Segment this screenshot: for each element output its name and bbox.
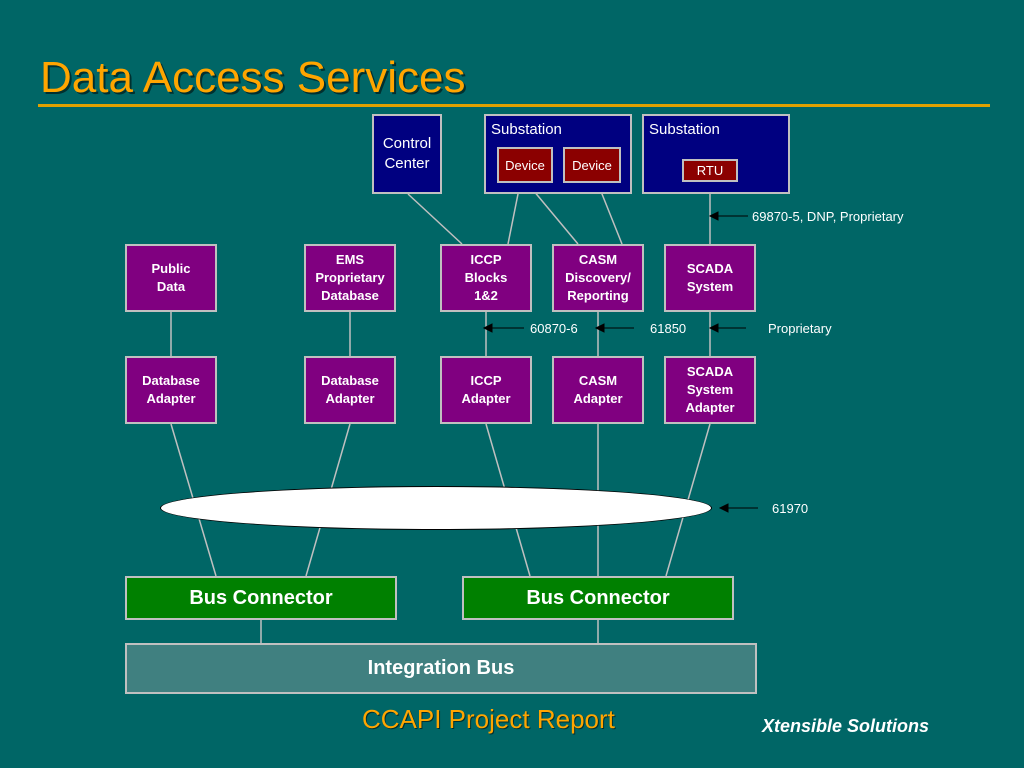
casm-standard-label: 61850 [650,321,687,336]
title-underline [38,104,990,107]
link-device1-casm [527,183,579,245]
cim-interface-ellipse [160,486,712,530]
database-adapter-box-1: Database Adapter [125,356,217,424]
brand-label: Xtensible Solutions [762,716,930,736]
control-center-box: Control Center [372,114,442,194]
integration-bus: Integration Bus [125,643,757,694]
iccp-blocks-box: ICCP Blocks 1&2 [440,244,532,312]
link-device1-iccp [507,183,521,245]
iccp-standard-label: 60870-6 [530,321,578,336]
rtu-box: RTU [682,159,738,182]
iccp-adapter-box: ICCP Adapter [440,356,532,424]
device-box-1: Device [497,147,553,183]
substation-label-2: Substation [649,121,720,138]
bus-connector-2: Bus Connector [462,576,734,620]
rtu-protocols-label: 69870-5, DNP, Proprietary [752,209,904,224]
database-adapter-box-2: Database Adapter [304,356,396,424]
device-box-2: Device [563,147,621,183]
substation-label-1: Substation [491,121,562,138]
casm-discovery-box: CASM Discovery/ Reporting [552,244,644,312]
link-control-center-iccp [407,193,463,245]
scada-system-box: SCADA System [664,244,756,312]
public-data-box: Public Data [125,244,217,312]
scada-adapter-box: SCADA System Adapter [664,356,756,424]
casm-adapter-box: CASM Adapter [552,356,644,424]
slide-title: Data Access Services [40,53,466,102]
substation-box-2: Substation [642,114,790,194]
bus-connector-1: Bus Connector [125,576,397,620]
link-device2-casm [597,183,623,245]
bus-standard-label: 61970 [772,501,809,516]
ems-database-box: EMS Proprietary Database [304,244,396,312]
scada-link-label: Proprietary [768,321,832,336]
footer-report-title: CCAPI Project Report [362,704,615,734]
